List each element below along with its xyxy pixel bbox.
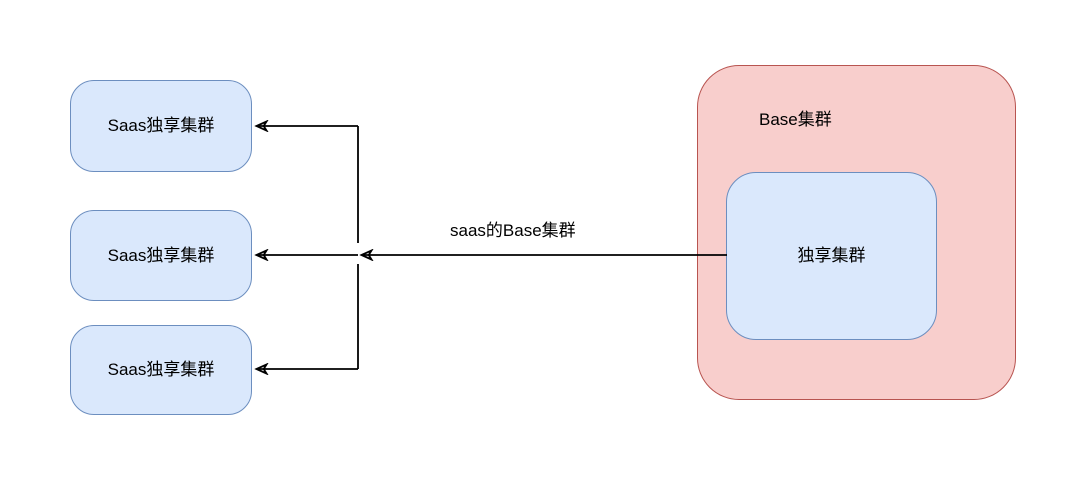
- exclusive-cluster-box: 独享集群: [726, 172, 937, 340]
- edge-label: saas的Base集群: [448, 216, 578, 241]
- base-cluster-container: Base集群 独享集群: [697, 65, 1016, 400]
- exclusive-cluster-label: 独享集群: [797, 246, 866, 266]
- saas-exclusive-cluster-box-1: Saas独享集群: [70, 80, 252, 172]
- saas-exclusive-cluster-label-2: Saas独享集群: [107, 245, 215, 265]
- base-cluster-label: Base集群: [759, 110, 832, 129]
- saas-exclusive-cluster-label-3: Saas独享集群: [107, 360, 215, 380]
- saas-exclusive-cluster-box-3: Saas独享集群: [70, 325, 252, 415]
- saas-exclusive-cluster-label-1: Saas独享集群: [107, 116, 215, 136]
- saas-exclusive-cluster-box-2: Saas独享集群: [70, 210, 252, 301]
